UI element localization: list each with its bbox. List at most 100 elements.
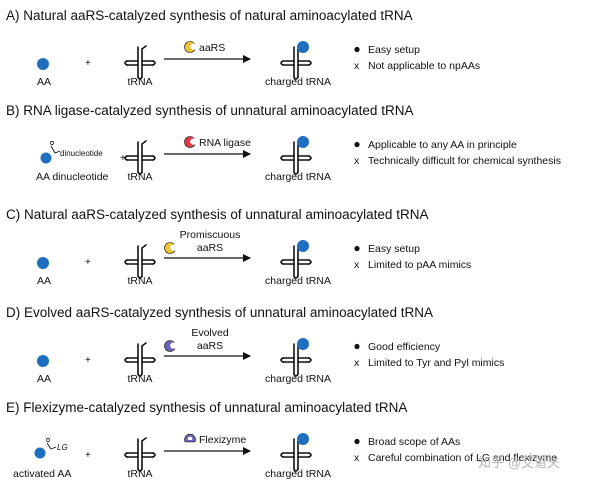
charged-trna-product bbox=[280, 433, 312, 472]
leaving-group-tag: LG bbox=[57, 443, 68, 452]
amino-acid-circle bbox=[40, 152, 52, 164]
charged-trna-product bbox=[280, 136, 312, 175]
product-label: charged tRNA bbox=[265, 468, 331, 480]
pros-cons-notes: Broad scope of AAs x Careful combination o… bbox=[354, 436, 557, 464]
yellow-enzyme-icon bbox=[184, 41, 197, 53]
panel-title: B) RNA ligase-catalyzed synthesis of unn… bbox=[6, 103, 413, 118]
substrate-label: AA bbox=[37, 275, 51, 287]
trna-icon bbox=[124, 342, 156, 377]
pro-bullet-icon bbox=[354, 343, 360, 350]
amino-acid-circle bbox=[37, 257, 49, 269]
pro-bullet-icon bbox=[354, 46, 360, 53]
panel-title: C) Natural aaRS-catalyzed synthesis of u… bbox=[6, 207, 428, 222]
charged-trna-icon bbox=[280, 140, 312, 175]
plus-sign: + bbox=[120, 153, 126, 164]
product-label: charged tRNA bbox=[265, 76, 331, 88]
charged-trna-product bbox=[280, 240, 312, 279]
pro-bullet-icon bbox=[354, 245, 360, 252]
yellow-enzyme-icon bbox=[164, 242, 177, 254]
reaction-arrow-group: Flexizyme bbox=[164, 433, 251, 455]
con-mark-icon: x bbox=[354, 357, 360, 369]
trna-icon bbox=[124, 244, 156, 279]
enzyme-label: RNA ligase bbox=[199, 137, 251, 149]
advantage-text: Applicable to any AA in principle bbox=[368, 139, 517, 151]
panel-title: A) Natural aaRS-catalyzed synthesis of n… bbox=[6, 8, 413, 23]
carbonyl-oxygen bbox=[45, 437, 51, 443]
attached-amino-acid-circle bbox=[297, 41, 309, 53]
substrate-label: AA dinucleotide bbox=[36, 171, 109, 183]
con-mark-icon: x bbox=[354, 60, 360, 72]
product-label: charged tRNA bbox=[265, 171, 331, 183]
amino-acid-circle bbox=[37, 58, 49, 70]
con-mark-icon: x bbox=[354, 155, 360, 167]
enzyme-label-line-1: Promiscuous bbox=[180, 229, 241, 241]
enzyme-label: Flexizyme bbox=[199, 434, 246, 446]
panel-title: E) Flexizyme-catalyzed synthesis of unna… bbox=[6, 400, 407, 415]
trna-icon bbox=[124, 437, 156, 472]
charged-trna-product bbox=[280, 338, 312, 377]
enzyme-label-line-2: aaRS bbox=[197, 340, 223, 352]
watermark-text: 知乎 @艾道夫 bbox=[478, 455, 560, 471]
substrate-label: AA bbox=[37, 76, 51, 88]
substrate-label: activated AA bbox=[13, 468, 71, 480]
attached-amino-acid-circle bbox=[297, 240, 309, 252]
limitation-text: Limited to Tyr and Pyl mimics bbox=[368, 357, 504, 369]
attached-amino-acid-circle bbox=[297, 433, 309, 445]
plus-sign: + bbox=[85, 450, 91, 461]
pros-cons-notes: Good efficiency x Limited to Tyr and Pyl m… bbox=[354, 341, 504, 369]
advantage-text: Easy setup bbox=[368, 44, 420, 56]
advantage-text: Broad scope of AAs bbox=[368, 436, 460, 448]
substrate: LG bbox=[34, 437, 68, 459]
trna-label: tRNA bbox=[127, 76, 152, 88]
charged-trna-product bbox=[280, 41, 312, 80]
panel-a: A) Natural aaRS-catalyzed synthesis of n… bbox=[6, 8, 480, 88]
reaction-arrow-group: RNA ligase bbox=[164, 136, 251, 158]
ester-bond bbox=[46, 442, 57, 450]
panel-title: D) Evolved aaRS-catalyzed synthesis of u… bbox=[6, 305, 433, 320]
pro-bullet-icon bbox=[354, 438, 360, 445]
product-label: charged tRNA bbox=[265, 373, 331, 385]
ester-bond bbox=[50, 145, 61, 154]
pro-bullet-icon bbox=[354, 141, 360, 148]
plus-sign: + bbox=[85, 355, 91, 366]
enzyme-label-line-1: Evolved bbox=[191, 327, 229, 339]
amino-acid-circle bbox=[37, 355, 49, 367]
plus-sign: + bbox=[85, 257, 91, 268]
enzyme-label: aaRS bbox=[199, 42, 225, 54]
flexizyme-icon bbox=[184, 433, 196, 443]
panel-b: B) RNA ligase-catalyzed synthesis of unn… bbox=[6, 103, 561, 183]
enzyme-label-line-2: aaRS bbox=[197, 242, 223, 254]
substrate: dinucleotide bbox=[40, 140, 103, 164]
substrate bbox=[37, 58, 49, 70]
plus-sign: + bbox=[85, 58, 91, 69]
charged-trna-icon bbox=[280, 437, 312, 472]
panel-e: E) Flexizyme-catalyzed synthesis of unna… bbox=[6, 400, 557, 480]
attached-amino-acid-circle bbox=[297, 136, 309, 148]
pros-cons-notes: Easy setup x Not applicable to npAAs bbox=[354, 44, 480, 72]
advantage-text: Easy setup bbox=[368, 243, 420, 255]
red-enzyme-icon bbox=[184, 136, 197, 148]
trna-icon bbox=[124, 140, 156, 175]
limitation-text: Careful combination of LG and flexizyme bbox=[368, 452, 557, 464]
substrate bbox=[37, 257, 49, 269]
trna-label: tRNA bbox=[127, 171, 152, 183]
purple-enzyme-icon bbox=[164, 340, 177, 352]
trna-label: tRNA bbox=[127, 468, 152, 480]
substrate bbox=[37, 355, 49, 367]
substrate-label: AA bbox=[37, 373, 51, 385]
charged-trna-icon bbox=[280, 244, 312, 279]
con-mark-icon: x bbox=[354, 452, 360, 464]
trna-icon bbox=[124, 45, 156, 80]
carbonyl-oxygen bbox=[49, 140, 55, 146]
trna-label: tRNA bbox=[127, 373, 152, 385]
panel-d: D) Evolved aaRS-catalyzed synthesis of u… bbox=[6, 305, 504, 385]
panel-c: C) Natural aaRS-catalyzed synthesis of u… bbox=[6, 207, 471, 287]
advantage-text: Good efficiency bbox=[368, 341, 441, 353]
reaction-arrow-group: aaRS bbox=[164, 41, 251, 63]
con-mark-icon: x bbox=[354, 259, 360, 271]
limitation-text: Not applicable to npAAs bbox=[368, 60, 480, 72]
